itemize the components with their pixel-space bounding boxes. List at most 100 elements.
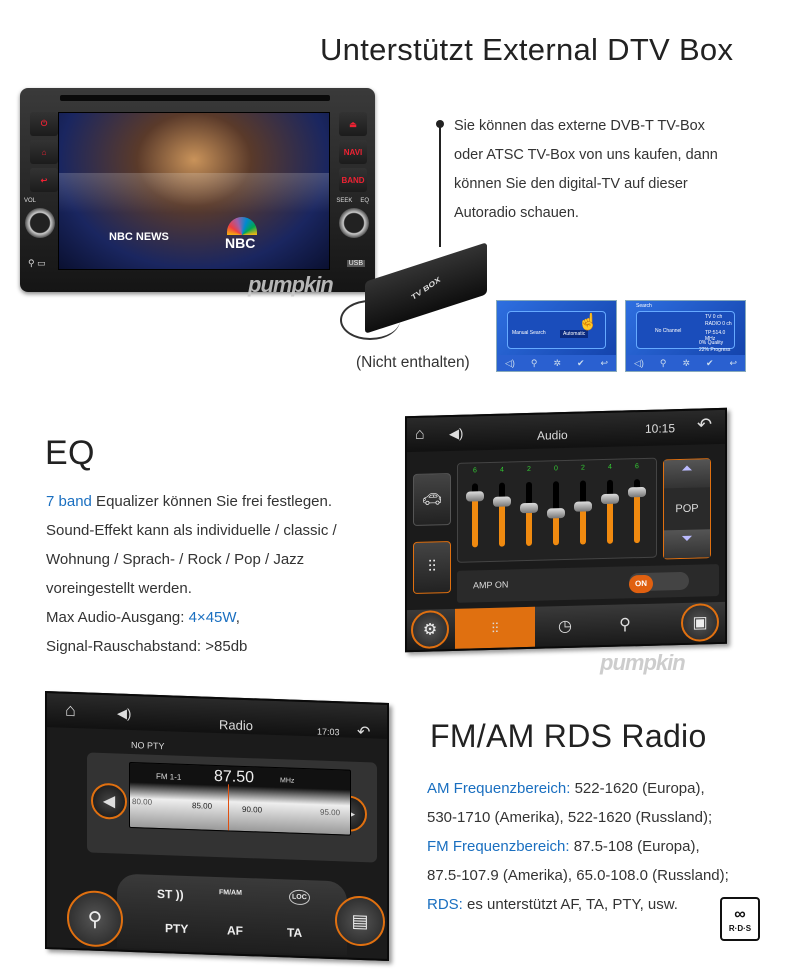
band-button[interactable]: BAND [339, 168, 367, 192]
eq-description: 7 band Equalizer können Sie frei festleg… [46, 487, 337, 661]
watermark-logo: pumpkin [248, 272, 334, 297]
nbc-news-logo: NBC NEWS [109, 231, 169, 243]
home-icon[interactable]: ⌂ [30, 140, 58, 164]
speaker-icon[interactable]: ◀) [449, 425, 464, 442]
preset-name: POP [675, 502, 699, 516]
eq-band-thumb[interactable] [493, 496, 511, 508]
eq-band-value: 2 [581, 464, 585, 472]
clock: 10:15 [645, 421, 676, 436]
stereo-button[interactable]: ST )) [157, 886, 184, 902]
home-icon[interactable]: ⌂ [415, 425, 425, 443]
eq-band-fill [580, 506, 586, 545]
navi-button[interactable]: NAVI [339, 140, 367, 164]
eq-band-thumb[interactable] [466, 490, 484, 502]
scale-label: 90.00 [242, 804, 263, 815]
eq-band-thumb[interactable] [628, 486, 646, 498]
pty-button[interactable]: PTY [165, 921, 189, 936]
speaker-icon[interactable]: ◀) [117, 705, 132, 722]
quality: 0% Quality [699, 340, 724, 346]
eq-band-slider[interactable]: 6 [466, 467, 484, 548]
save-preset-icon[interactable]: ▤ [335, 895, 385, 947]
radio-line: 530-1710 (Amerika), 522-1620 (Russland); [427, 809, 713, 826]
fm-am-button[interactable]: FM/AM [219, 889, 242, 897]
eq-label: EQ [360, 198, 369, 204]
dtv-line: Autoradio schauen. [454, 205, 579, 221]
gps-icon[interactable]: ⚲ ▭ [28, 258, 46, 268]
audio-bottom-bar: ⚙ ⫶⫶ ◷ ⚲ ▣ [407, 601, 725, 651]
eq-band-slider[interactable]: 2 [574, 465, 592, 545]
equalizer-tab[interactable]: ⫶⫶ [455, 606, 535, 649]
amp-row: AMP ON ON [457, 563, 719, 603]
right-buttons: ⏏ NAVI BAND [339, 112, 367, 192]
dtv-line: können Sie den digital-TV auf dieser [454, 176, 688, 192]
head-unit: ⏻ ⌂ ↩ VOL ⚲ ▭ NBC NEWS NBC ⏏ NAVI BAND S… [20, 88, 375, 292]
antenna-tip [436, 120, 444, 128]
eq-band-value: 4 [500, 466, 504, 474]
location-icon[interactable]: ⚲ [619, 616, 631, 634]
watermark-logo: pumpkin [600, 650, 686, 675]
sliders-icon: ⫶⫶ [427, 558, 436, 576]
eq-band-slider[interactable]: 0 [547, 465, 565, 546]
radio-title-heading: FM/AM RDS Radio [430, 718, 707, 754]
hand-pointer-icon: ☝ [578, 314, 598, 331]
radio-line: FM Frequenzbereich: 87.5-108 (Europa), [427, 832, 729, 861]
back-icon[interactable]: ↶ [357, 723, 371, 742]
vol-label: VOL [24, 198, 37, 204]
eq-band-slider[interactable]: 4 [493, 467, 511, 547]
tuning-needle [228, 784, 229, 831]
preset-down-button[interactable]: ⏷ [664, 529, 710, 559]
stereo-label: ST [157, 886, 173, 902]
eq-band-value: 6 [473, 467, 477, 475]
rds-logo-text: R·D·S [728, 923, 752, 933]
eq-band-fill [526, 507, 532, 547]
back-icon[interactable]: ↩ [30, 168, 58, 192]
radio-count: RADIO 0 ch [705, 321, 732, 327]
ta-button[interactable]: TA [287, 925, 303, 940]
eq-band-slider[interactable]: 4 [601, 464, 619, 544]
scale-label: 95.00 [320, 807, 341, 818]
radio-screen: ⌂ ◀) Radio 17:03 ↶ NO PTY ◀ ▶ FM 1-1 87.… [45, 690, 389, 962]
loc-button[interactable]: LOC [289, 889, 310, 906]
radio-top-bar: ⌂ ◀) Radio 17:03 ↶ [47, 693, 387, 742]
radio-title: Radio [219, 717, 253, 734]
tv-box-label: TV BOX [410, 274, 442, 302]
power-icon[interactable]: ⏻ [30, 112, 58, 136]
home-icon[interactable]: ⌂ [65, 699, 76, 721]
preset-up-button[interactable]: ⏶ [664, 459, 710, 489]
eq-band-thumb[interactable] [520, 502, 538, 513]
back-icon[interactable]: ↶ [697, 414, 713, 435]
equalizer-side-button[interactable]: ⫶⫶ [413, 541, 451, 595]
progress: 22% Progress [699, 347, 731, 353]
car-balance-button[interactable]: 🚗︎ [413, 473, 451, 527]
seek-back-button[interactable]: ◀ [91, 782, 127, 820]
gallery-icon[interactable]: ▣ [681, 602, 719, 642]
amp-label: AMP ON [473, 579, 509, 591]
rds-symbol-icon: ∞ [734, 905, 746, 923]
scan-search-icon[interactable]: ⚲ [67, 889, 123, 948]
eq-band-slider[interactable]: 6 [628, 463, 646, 544]
af-button[interactable]: AF [227, 923, 243, 938]
eq-band-thumb[interactable] [547, 508, 565, 519]
dtv-description: Sie können das externe DVB-T TV-Box oder… [454, 112, 718, 228]
fm-label: FM Frequenzbereich: [427, 838, 570, 855]
screenshot-toolbar: ◁)⚲✲✔↩ [626, 355, 745, 371]
eject-icon[interactable]: ⏏ [339, 112, 367, 136]
eq-line: voreingestellt werden. [46, 580, 192, 597]
volume-knob[interactable] [25, 208, 55, 238]
amp-toggle[interactable]: ON [629, 571, 689, 594]
settings-icon[interactable]: ⚙ [411, 610, 449, 650]
not-included-note: (Nicht enthalten) [356, 354, 470, 371]
eq-band-fill [634, 491, 640, 544]
left-buttons: ⏻ ⌂ ↩ [30, 112, 58, 192]
toggle-on-label: ON [629, 574, 653, 594]
sliders-icon: ⫶⫶ [491, 619, 499, 636]
car-icon: 🚗︎ [421, 491, 443, 509]
clock-icon[interactable]: ◷ [558, 617, 572, 636]
video-screen: NBC NEWS NBC [58, 112, 330, 270]
seek-knob[interactable] [339, 208, 369, 238]
search-title: Search [636, 303, 652, 309]
eq-band-thumb[interactable] [574, 500, 592, 512]
eq-band-thumb[interactable] [601, 493, 619, 505]
eq-band-slider[interactable]: 2 [520, 466, 538, 547]
